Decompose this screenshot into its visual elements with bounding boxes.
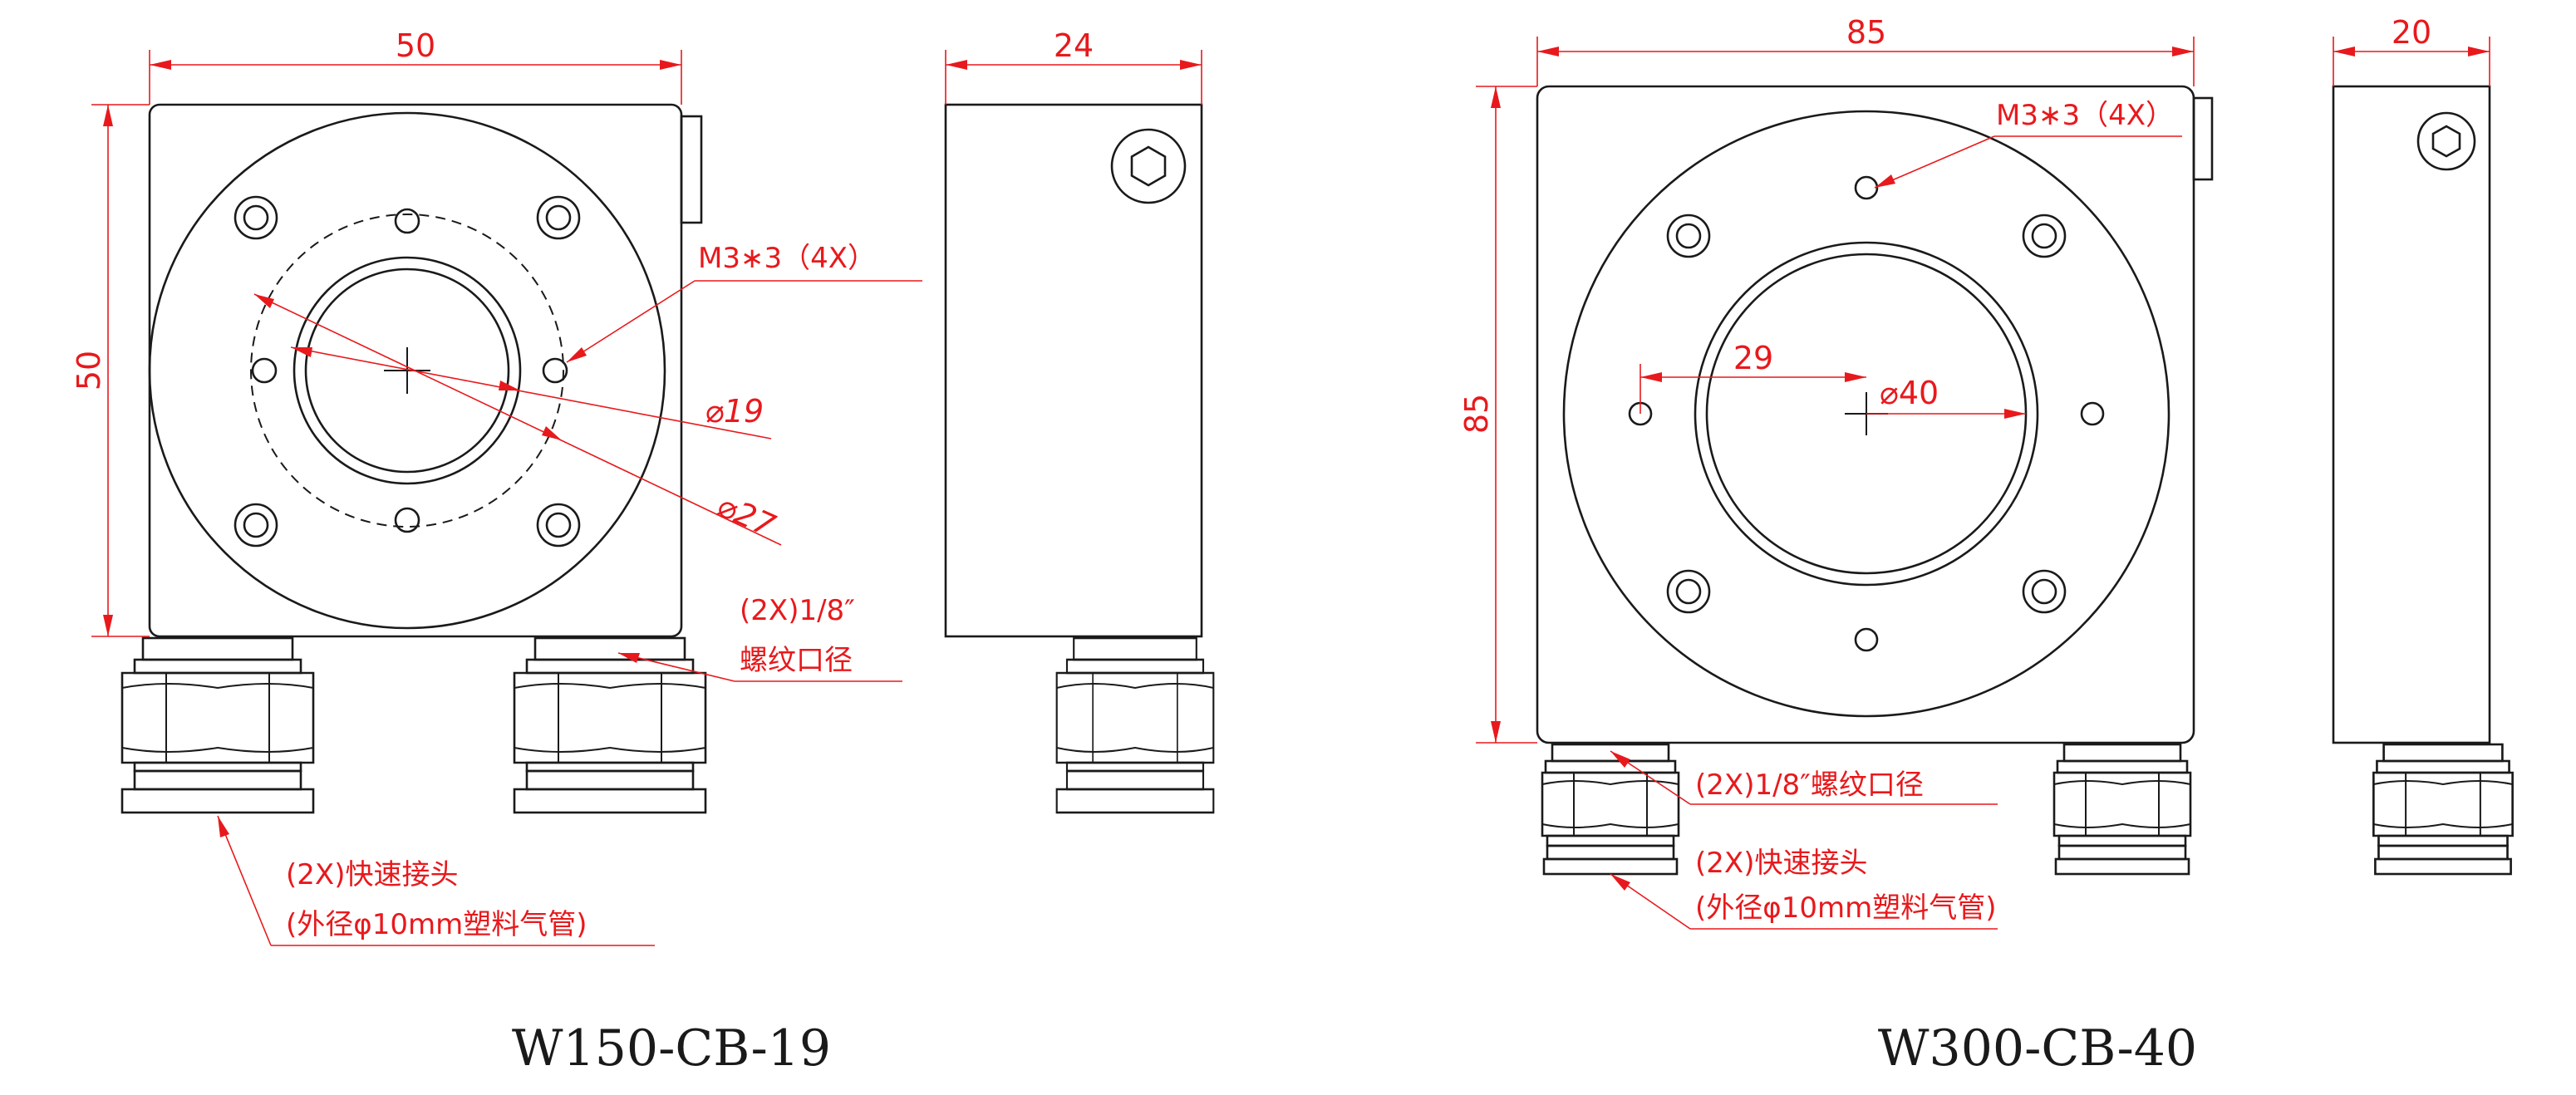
w300-m3-hole <box>1854 627 1879 652</box>
w150-front-view <box>120 103 707 814</box>
w300-dimensions: 85 85 20 29 ⌀40 M3∗3（4X） <box>1458 14 2490 930</box>
w300-side-view <box>2332 85 2514 876</box>
w150-mount-hole <box>536 503 581 548</box>
w150-m3-hole <box>394 208 420 234</box>
w150-fitting-left <box>120 636 315 814</box>
w300-side-tab <box>2192 96 2214 181</box>
w300-fitting-left <box>1541 743 1680 876</box>
w300-flange <box>1562 110 2170 718</box>
socket-head-screw <box>2416 111 2476 171</box>
w150-fitting-note-1: (2X)快速接头 <box>286 858 458 891</box>
w150-mount-hole <box>234 195 278 240</box>
w150-fitting-note-2: (外径φ10mm塑料气管) <box>286 908 587 941</box>
w300-m3-hole <box>2080 401 2105 426</box>
w300-front-view <box>1536 85 2214 876</box>
w150-bore-outer <box>293 256 522 485</box>
w300-mount-note: M3∗3（4X） <box>1996 99 2174 132</box>
w300-fitting-note-2: (外径φ10mm塑料气管) <box>1695 891 1996 925</box>
socket-head-screw <box>1110 128 1187 204</box>
w150-side-view <box>944 103 1215 814</box>
w150-m3-hole <box>251 357 278 384</box>
w150-thread-note-1: (2X)1/8″ <box>740 594 855 627</box>
w300-offset-dim: 29 <box>1733 340 1773 376</box>
w150-side-tab <box>680 115 703 224</box>
w300-fitting-right <box>2052 743 2192 876</box>
part-w150: 50 50 24 ⌀19 ⌀27 M3∗3（4X） <box>71 27 1215 1078</box>
part-w300: 85 85 20 29 ⌀40 M3∗3（4X） <box>1458 14 2514 1078</box>
w300-mount-hole <box>1666 214 1711 258</box>
w150-mount-hole <box>536 195 581 240</box>
w300-fitting-note-1: (2X)快速接头 <box>1695 847 1867 880</box>
w300-m3-hole <box>1854 175 1879 200</box>
w300-side-fitting <box>2372 743 2514 876</box>
w150-side-width-dim: 24 <box>1054 27 1094 64</box>
w150-m3-hole <box>542 357 568 384</box>
w300-body <box>1536 85 2195 744</box>
w150-bore-dim: ⌀19 <box>705 393 764 430</box>
w150-flange <box>148 111 666 630</box>
w300-mount-hole <box>2022 569 2067 614</box>
w150-m3-hole <box>394 507 420 533</box>
w300-mount-hole <box>1666 569 1711 614</box>
w300-height-dim: 85 <box>1458 394 1495 434</box>
w150-bolt-circle-dim: ⌀27 <box>711 487 780 544</box>
w150-side-fitting <box>1055 636 1215 814</box>
w150-dimensions: 50 50 24 ⌀19 ⌀27 M3∗3（4X） <box>71 27 1202 946</box>
w150-fitting-right <box>513 636 707 814</box>
w150-bore-inner <box>304 268 510 474</box>
w150-height-dim: 50 <box>71 351 107 390</box>
w300-bore-dim: ⌀40 <box>1880 375 1939 411</box>
w150-mount-note: M3∗3（4X） <box>698 242 876 275</box>
w300-mount-hole <box>2022 214 2067 258</box>
w150-width-dim: 50 <box>396 27 435 64</box>
w150-thread-note-2: 螺纹口径 <box>740 644 853 677</box>
w300-width-dim: 85 <box>1846 14 1886 51</box>
w300-bore-outer <box>1694 241 2039 587</box>
w300-side-width-dim: 20 <box>2392 14 2431 51</box>
w150-bolt-circle <box>250 214 564 528</box>
w150-mount-hole <box>234 503 278 548</box>
w150-model-label: W150-CB-19 <box>512 1019 831 1078</box>
w300-model-label: W300-CB-40 <box>1878 1019 2197 1078</box>
w300-thread-note: (2X)1/8″螺纹口径 <box>1695 768 1924 802</box>
